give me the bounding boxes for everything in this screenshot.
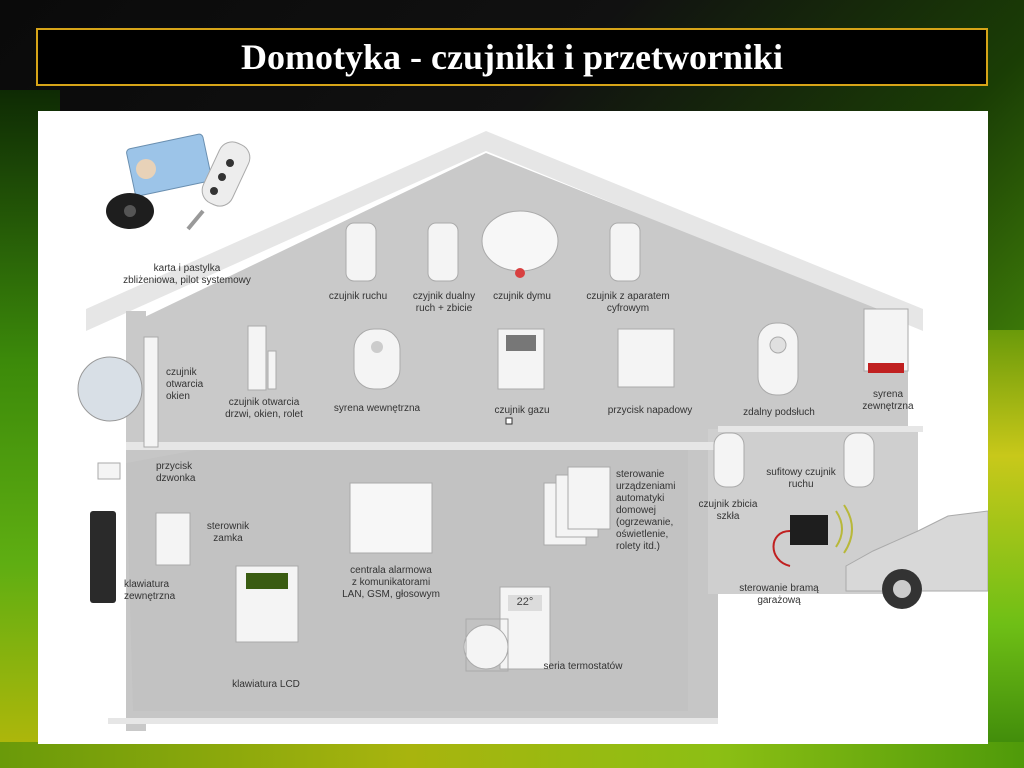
panic-button-device [617,328,675,388]
label-thermostats: seria termostatów [543,661,623,672]
garage-wire-icon [772,530,791,567]
house-diagram [77,131,988,731]
label-ceiling-motion: sufitowy czujnik ruchu [766,467,836,490]
label-remote-listening: zdalny podsłuch [743,407,815,418]
window-sensor-device [143,336,159,448]
remote-button-icon [226,159,234,167]
diagram-panel: karta i pastylka zbliżeniowa, pilot syst… [38,111,988,744]
signal-waves-icon [835,504,853,554]
card-photo-icon [136,159,156,179]
thermostat-display-icon [508,595,542,611]
thermostat-display-value: 22° [516,596,534,608]
background-bottom-gradient [0,742,1024,768]
indoor-siren-device [353,328,401,390]
ceiling-motion-sensor-device [843,432,875,488]
doorbell-button-device [97,462,121,480]
label-glass-break: czujnik zbicia szkła [698,499,758,522]
label-dual-sensor: czyjnik dualny ruch + zbicie [412,291,476,314]
label-camera-sensor: czujnik z aparatem cyfrowym [586,291,670,314]
label-smoke-detector: czujnik dymu [493,291,551,302]
door-magnet-device [267,350,277,390]
label-garage-control: sterowanie bramą garażową [739,583,819,606]
outdoor-siren-device [863,308,909,372]
indoor-siren-speaker-icon [371,341,383,353]
gas-sensor-grille-icon [506,335,536,351]
label-panic-button: przycisk napadowy [607,405,693,416]
label-motion-sensor: czujnik ruchu [328,291,388,302]
remote-button-icon [218,173,226,181]
gas-socket-icon [505,417,513,425]
dual-sensor-device [427,222,459,282]
house-upper-floor [126,153,908,446]
thermostat-base-device [465,618,509,672]
remote-listening-device [757,322,799,396]
keyring-chain-icon [186,209,205,231]
label-lcd-keypad: klawiatura LCD [232,679,300,690]
proximity-card-device [126,133,212,197]
lcd-screen-icon [246,573,288,589]
glass-break-sensor-device [713,432,745,488]
motion-sensor-device [345,222,377,282]
thermostat-dial-icon [463,624,509,670]
automation-controller-device [567,466,611,530]
door-sensor-device [247,325,267,391]
label-door-sensor: czujnik otwarcia drzwi, okien, rolet [225,397,303,420]
remote-listening-button-icon [769,336,787,354]
garage-controller-device [790,515,828,545]
key-fob-hole-icon [124,205,136,217]
label-outdoor-siren: syrena zewnętrzna [862,389,914,412]
label-outdoor-keypad: klawiatura zewnętrzna [124,579,176,602]
label-lock-controller: sterownik zamka [206,521,250,544]
car-hubcap-icon [893,580,911,598]
label-alarm-central: centrala alarmowa z komunikatorami LAN, … [342,565,440,600]
label-window-sensor: czujnik otwarcia okien [166,367,204,402]
outdoor-keypad-device [90,511,116,603]
outdoor-siren-light-icon [868,363,904,373]
lock-controller-device [155,512,191,566]
label-card-fob-remote: karta i pastylka zbliżeniowa, pilot syst… [123,263,251,286]
remote-button-icon [210,187,218,195]
label-automation: sterowanie urządzeniami automatyki domow… [616,469,676,552]
smoke-detector-device [481,210,559,272]
page-title: Domotyka - czujniki i przetworniki [241,37,783,77]
car-body-icon [845,510,988,592]
background-right-gradient [984,330,1024,750]
camera-sensor-device [609,222,641,282]
label-doorbell: przycisk dzwonka [156,461,196,484]
smoke-detector-led-icon [515,268,525,278]
window-magnifier-device [77,356,143,422]
label-indoor-siren: syrena wewnętrzna [333,403,421,414]
title-frame: Domotyka - czujniki i przetworniki [36,28,988,86]
label-gas-sensor: czujnik gazu [494,405,550,416]
alarm-central-device [349,482,433,554]
